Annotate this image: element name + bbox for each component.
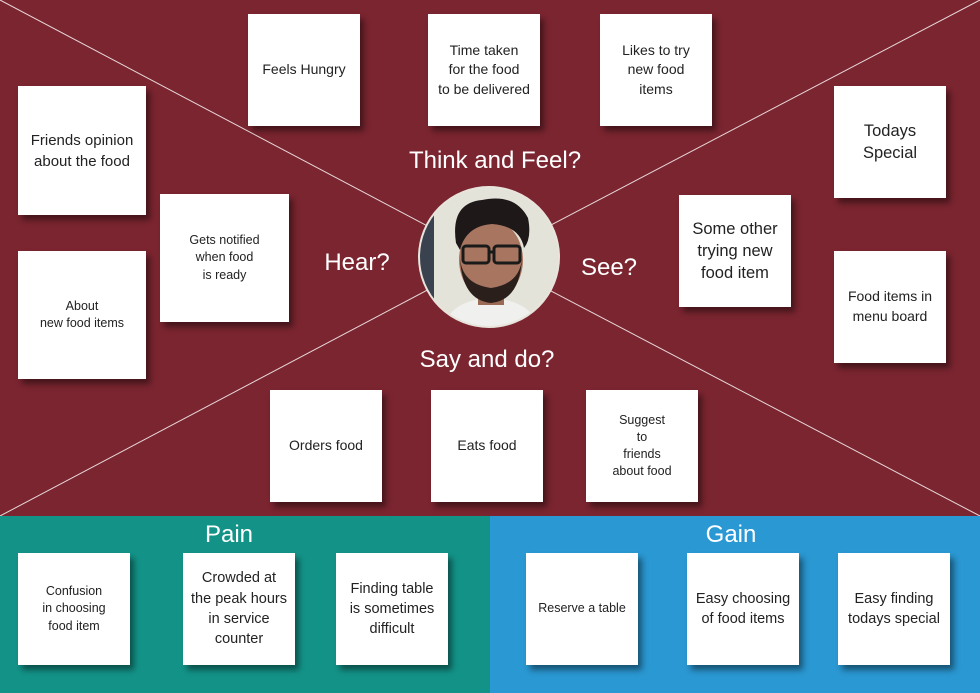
persona-photo	[418, 186, 560, 328]
say-card: Suggest to friends about food	[586, 390, 698, 502]
hear-card: About new food items	[18, 251, 146, 379]
pain-section: Pain Confusion in choosing food item Cro…	[0, 516, 490, 693]
say-do-label: Say and do?	[419, 346, 555, 373]
see-card: Some other trying new food item	[679, 195, 791, 307]
gain-card: Easy finding todays special	[838, 553, 950, 665]
hear-label: Hear?	[324, 249, 390, 276]
gain-title: Gain	[705, 521, 757, 548]
see-card: Todays Special	[834, 86, 946, 198]
pain-title: Pain	[204, 521, 254, 548]
diagonal-dividers	[0, 0, 980, 516]
gain-card: Easy choosing of food items	[687, 553, 799, 665]
pain-card: Confusion in choosing food item	[18, 553, 130, 665]
think-card: Time taken for the food to be delivered	[428, 14, 540, 126]
think-card: Likes to try new food items	[600, 14, 712, 126]
pain-card: Crowded at the peak hours in service cou…	[183, 553, 295, 665]
see-card: Food items in menu board	[834, 251, 946, 363]
think-feel-label: Think and Feel?	[408, 147, 582, 174]
hear-card: Gets notified when food is ready	[160, 194, 289, 322]
hear-card: Friends opinion about the food	[18, 86, 146, 215]
say-card: Orders food	[270, 390, 382, 502]
think-card: Feels Hungry	[248, 14, 360, 126]
gain-section: Gain Reserve a table Easy choosing of fo…	[490, 516, 980, 693]
pain-card: Finding table is sometimes difficult	[336, 553, 448, 665]
empathy-map-area: Feels Hungry Time taken for the food to …	[0, 0, 980, 516]
say-card: Eats food	[431, 390, 543, 502]
gain-card: Reserve a table	[526, 553, 638, 665]
see-label: See?	[580, 254, 638, 281]
